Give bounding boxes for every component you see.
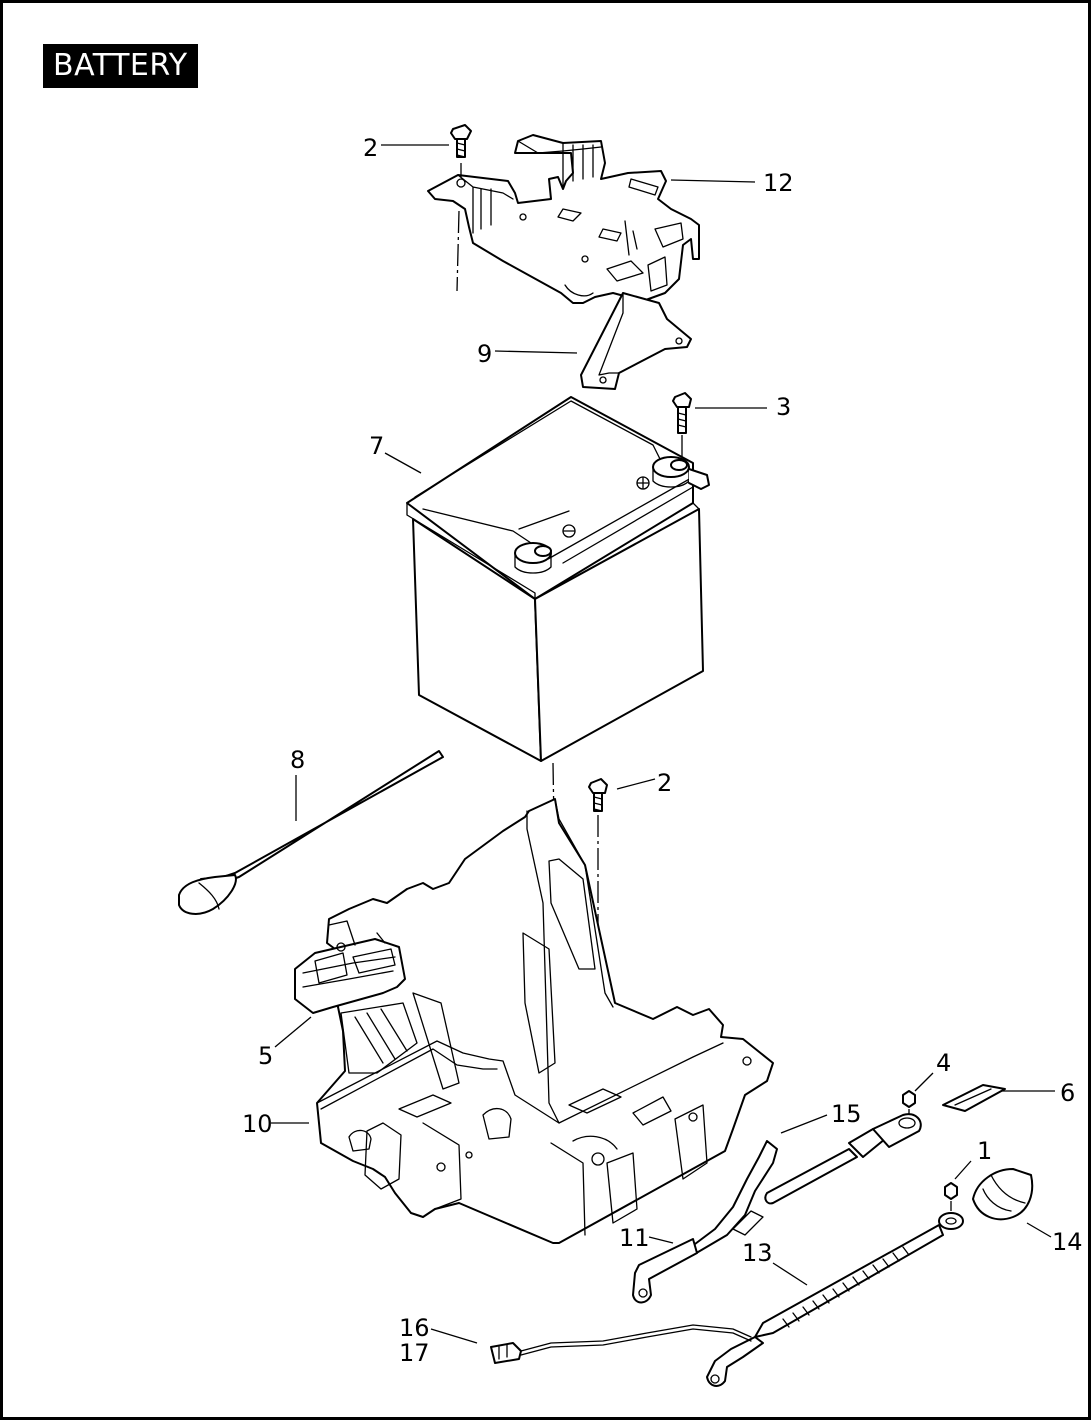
part-2-bolt-top — [450, 124, 472, 292]
callout-12: 12 — [763, 169, 794, 197]
part-7-battery — [406, 396, 710, 762]
callout-1: 1 — [977, 1137, 992, 1165]
part-13-cable — [706, 1212, 964, 1387]
callout-4: 4 — [936, 1049, 951, 1077]
part-8-strap — [178, 750, 444, 915]
callout-3: 3 — [776, 393, 791, 421]
page-title: BATTERY — [43, 44, 198, 88]
part-10-battery-tray — [294, 798, 774, 1244]
callout-6: 6 — [1060, 1079, 1075, 1107]
callout-13: 13 — [742, 1239, 773, 1267]
callout-7: 7 — [369, 432, 384, 460]
callout-8: 8 — [290, 746, 305, 774]
part-14-terminal-cap — [972, 1168, 1034, 1221]
callout-14: 14 — [1052, 1228, 1083, 1256]
part-11-cable — [632, 1140, 778, 1304]
part-1-nut — [944, 1182, 958, 1211]
callout-2-top-bolt: 2 — [363, 134, 378, 162]
part-16-17-harness — [490, 1324, 752, 1364]
callout-11: 11 — [619, 1224, 650, 1252]
part-9-bracket — [580, 292, 692, 390]
part-3-bolt — [672, 392, 692, 461]
callout-16: 16 — [399, 1314, 430, 1342]
callout-10: 10 — [242, 1110, 273, 1138]
part-12-top-bracket — [427, 134, 700, 304]
part-15-cable — [764, 1113, 922, 1205]
part-6-label — [942, 1084, 1006, 1112]
callout-9: 9 — [477, 340, 492, 368]
callout-15: 15 — [831, 1100, 862, 1128]
callout-5: 5 — [258, 1042, 273, 1070]
callout-2-lower-bolt: 2 — [657, 769, 672, 797]
leader-lines — [271, 144, 1055, 1344]
callout-17: 17 — [399, 1339, 430, 1367]
battery-exploded-diagram: 2 12 9 3 7 8 2 5 4 6 10 15 1 11 14 13 16… — [178, 124, 1083, 1387]
